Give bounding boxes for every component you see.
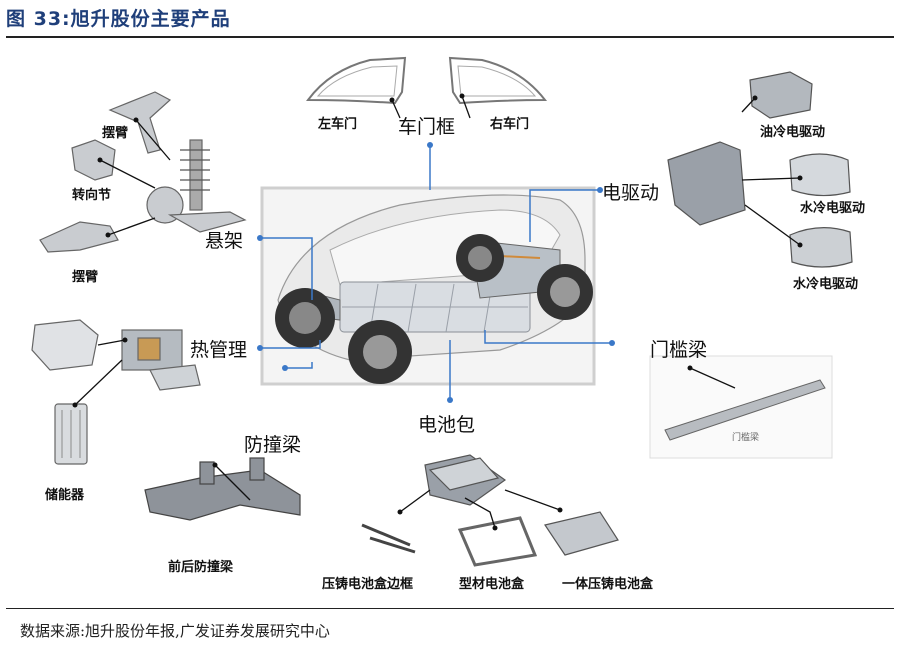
label-sill-beam-small: 门槛梁 <box>732 433 760 443</box>
label-sill-beam: 门槛梁 <box>650 339 708 361</box>
car-illustration <box>260 186 596 386</box>
label-front-rear-beam: 前后防撞梁 <box>168 560 234 575</box>
label-water-cooled-drive-1: 水冷电驱动 <box>800 201 866 216</box>
label-right-door: 右车门 <box>490 117 530 132</box>
label-thermal-mgmt: 热管理 <box>190 339 248 361</box>
label-crash-beam: 防撞梁 <box>244 434 302 456</box>
door-frames-illustration <box>306 56 548 105</box>
sill-beam-illustration <box>649 355 833 459</box>
thermal-illustration <box>31 319 201 465</box>
label-water-cooled-drive-2: 水冷电驱动 <box>793 277 859 292</box>
label-door-frame: 车门框 <box>398 116 456 138</box>
blue-connectors <box>260 145 612 400</box>
label-oil-cooled-drive: 油冷电驱动 <box>760 125 826 140</box>
blue-connector-dots <box>257 142 615 403</box>
label-suspension: 悬架 <box>205 230 244 252</box>
label-die-cast-frame: 压铸电池盒边框 <box>322 577 414 592</box>
battery-box-illustration <box>361 454 619 567</box>
source-note: 数据来源:旭升股份年报,广发证券发展研究中心 <box>20 622 330 640</box>
bottom-rule <box>6 608 894 609</box>
label-battery-pack: 电池包 <box>418 414 476 436</box>
label-e-drive: 电驱动 <box>602 182 660 204</box>
figure-title: 图 33:旭升股份主要产品 <box>6 8 231 30</box>
label-steering-knuckle: 转向节 <box>72 188 112 203</box>
label-one-piece-box: 一体压铸电池盒 <box>562 577 654 592</box>
crash-beam-illustration <box>144 457 301 521</box>
top-rule <box>6 36 894 38</box>
label-left-door: 左车门 <box>318 117 358 132</box>
black-connector-dots <box>72 93 803 531</box>
label-swing-arm-top: 摆臂 <box>102 126 129 141</box>
black-connectors <box>74 95 801 529</box>
edrive-illustration <box>667 71 853 268</box>
label-swing-arm-bottom: 摆臂 <box>72 270 99 285</box>
label-energy-storage: 储能器 <box>45 488 85 503</box>
suspension-illustration <box>39 91 247 253</box>
label-profile-box: 型材电池盒 <box>459 577 525 592</box>
